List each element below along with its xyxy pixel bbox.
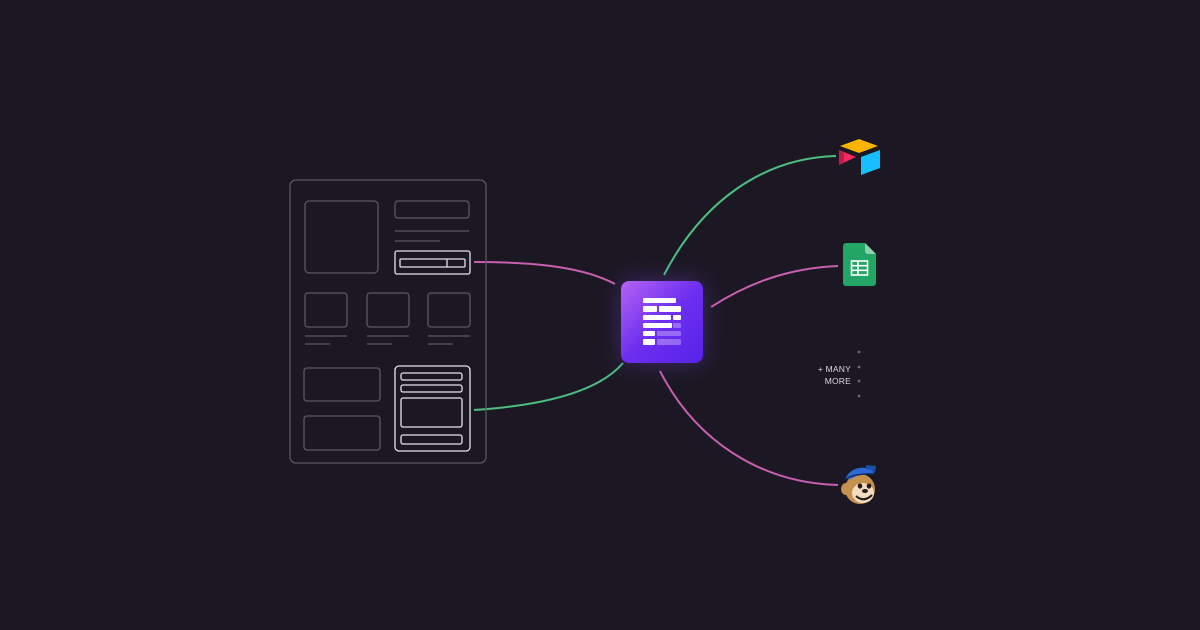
connector-hub-to-sheets [710,265,839,308]
connector-hub-to-airtable [663,155,837,276]
airtable-icon [839,139,880,175]
mailchimp-icon [841,465,876,504]
hub-logo [621,281,703,363]
connector-hub-to-mailchimp [659,370,839,486]
more-integrations-line2: MORE [824,376,851,386]
google-sheets-icon [843,243,876,286]
more-integrations-label: + MANY MORE [800,363,851,387]
app-logo-icon [643,298,681,345]
connector-form-bottom-to-hub [473,362,624,411]
ellipsis-dots-icon [857,350,861,398]
form-wireframe-icon [289,179,487,464]
connector-form-top-to-hub [473,261,616,285]
form-highlight-elements [394,250,471,452]
more-integrations-line1: + MANY [817,364,851,374]
